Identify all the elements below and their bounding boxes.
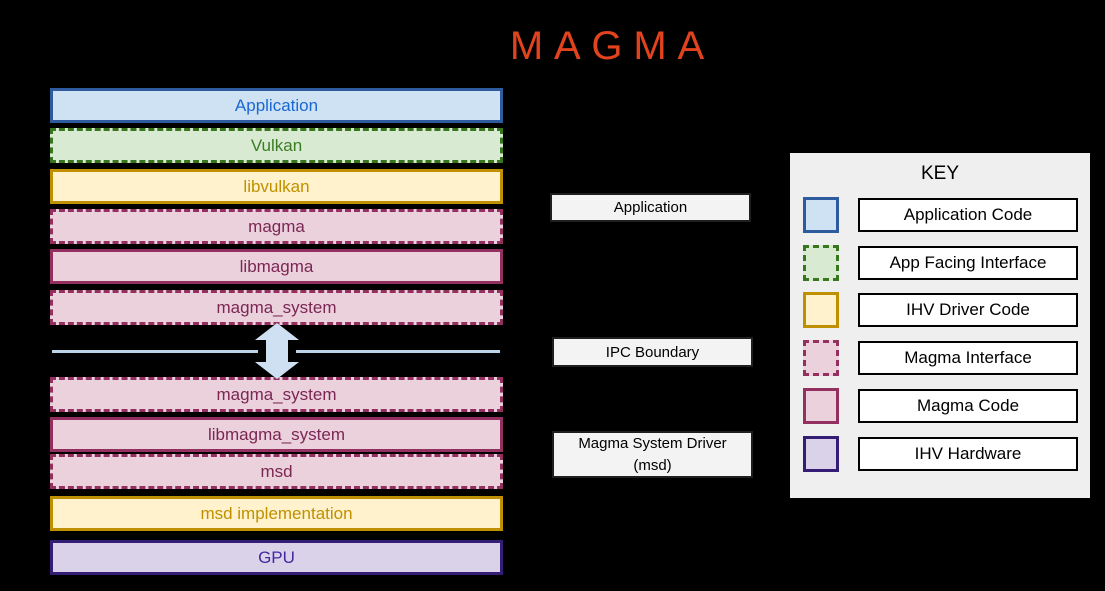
annotation-application: Application (550, 193, 751, 222)
app-facing-interface-swatch (803, 245, 839, 281)
stack-layer-magma-system-service: magma_system (50, 377, 503, 412)
diagram-title: MAGMA (509, 24, 715, 68)
stack-layer-libvulkan: libvulkan (50, 169, 503, 204)
legend-row-ihv-hardware: IHV Hardware (803, 436, 1078, 472)
stack-layer-magma: magma (50, 209, 503, 244)
legend-title: KEY (920, 163, 960, 184)
stack-layer-magma-system-client: magma_system (50, 290, 503, 325)
legend-row-magma-interface: Magma Interface (803, 340, 1078, 376)
stack-layer-gpu: GPU (50, 540, 503, 575)
annotation-magma-system-driver: Magma System Driver (msd) (552, 431, 753, 478)
stack-layer-msd: msd (50, 454, 503, 489)
ipc-boundary-line-left (52, 350, 258, 353)
legend-row-magma-code: Magma Code (803, 388, 1078, 424)
legend-panel: KEY Application Code App Facing Interfac… (790, 153, 1090, 498)
legend-label-ihv-driver-code: IHV Driver Code (858, 293, 1078, 327)
stack-layer-libmagma: libmagma (50, 249, 503, 284)
stack-layer-vulkan: Vulkan (50, 128, 503, 163)
stack-layer-application: Application (50, 88, 503, 123)
stack-layer-msd-implementation: msd implementation (50, 496, 503, 531)
magma-interface-swatch (803, 340, 839, 376)
annotation-ipc-boundary: IPC Boundary (552, 337, 753, 367)
legend-label-app-facing-interface: App Facing Interface (858, 246, 1078, 280)
ipc-double-arrow-icon (255, 323, 299, 379)
legend-label-magma-interface: Magma Interface (858, 341, 1078, 375)
legend-label-ihv-hardware: IHV Hardware (858, 437, 1078, 471)
ihv-driver-code-swatch (803, 292, 839, 328)
legend-label-application-code: Application Code (858, 198, 1078, 232)
application-code-swatch (803, 197, 839, 233)
legend-row-app-facing-interface: App Facing Interface (803, 245, 1078, 281)
magma-code-swatch (803, 388, 839, 424)
ipc-boundary-line-right (296, 350, 500, 353)
legend-row-application-code: Application Code (803, 197, 1078, 233)
annotation-magma-system-driver-text: Magma System Driver (msd) (578, 434, 727, 474)
stack-layer-libmagma-system: libmagma_system (50, 417, 503, 452)
legend-label-magma-code: Magma Code (858, 389, 1078, 423)
legend-row-ihv-driver-code: IHV Driver Code (803, 292, 1078, 328)
ihv-hardware-swatch (803, 436, 839, 472)
